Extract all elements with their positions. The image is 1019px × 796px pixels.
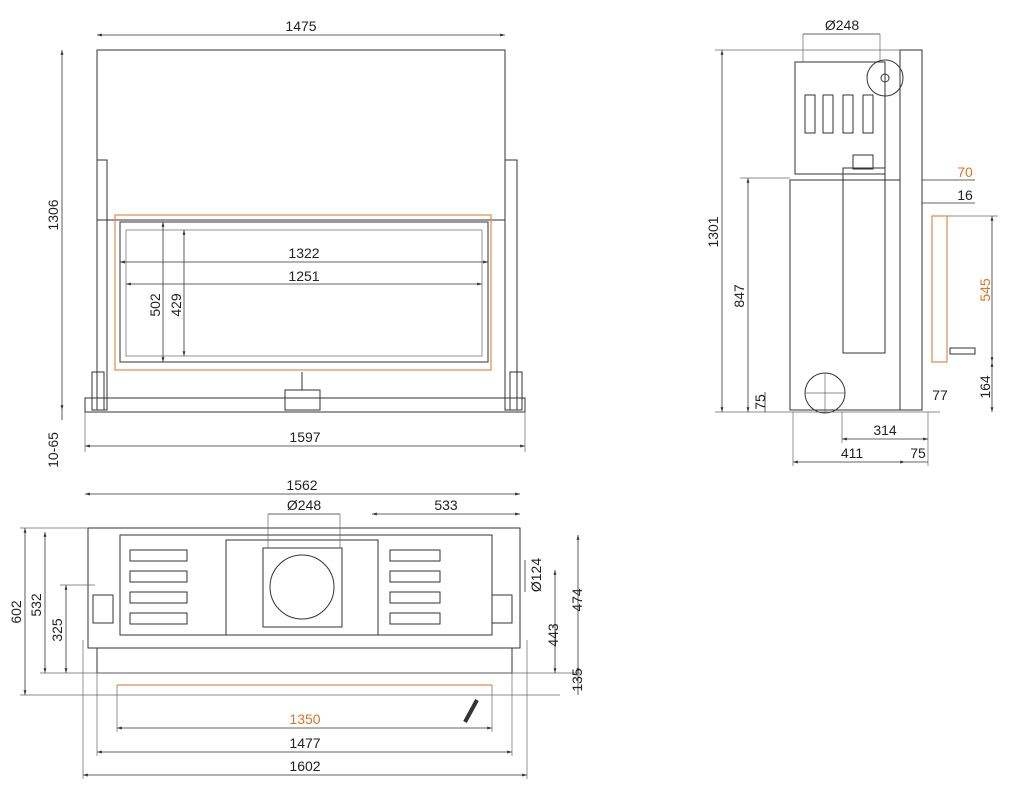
top-view: 1562 Ø248 533 Ø124 602 532 325 474 443 1… [8,477,585,779]
dim-1251: 1251 [288,268,319,284]
fan-motor [866,59,904,97]
dim-70: 70 [957,164,973,180]
dim-532: 532 [28,593,44,617]
door-profile [899,49,923,411]
dim-443: 443 [545,623,561,647]
opening-highlight [931,215,948,363]
dim-411: 411 [841,445,864,461]
dim-847: 847 [731,284,747,308]
dim-1350: 1350 [289,711,320,727]
dim-10-65: 10-65 [45,432,61,468]
handle [949,347,976,355]
dim-1301: 1301 [705,216,721,247]
dim-545: 545 [977,278,993,302]
dim-1477: 1477 [289,735,320,751]
glass-panel [119,221,489,363]
vent-slots-right [389,549,441,625]
dim-1602: 1602 [289,758,320,774]
flue-collar [269,554,335,620]
dim-502: 502 [147,293,163,317]
base [84,397,526,413]
dim-164: 164 [977,375,993,399]
dim-429: 429 [168,293,184,317]
dim-1597: 1597 [289,429,320,445]
dim-top-d248: Ø248 [287,497,321,513]
dim-1322: 1322 [288,245,319,261]
dim-135: 135 [569,668,585,692]
dim-d124: Ø124 [528,558,544,592]
side-view: Ø248 1301 847 70 16 545 164 75 77 314 41… [705,17,998,466]
dim-1562: 1562 [286,477,317,493]
dim-325: 325 [49,618,65,642]
dim-77: 77 [932,387,948,403]
dim-1475: 1475 [285,18,316,34]
door-frame [114,214,492,371]
dim-16: 16 [957,187,973,203]
dim-474: 474 [569,588,585,612]
dim-1306: 1306 [45,199,61,230]
dim-side-75-left: 75 [752,394,768,410]
flue-plate [262,547,343,628]
air-control [284,389,321,411]
front-view: 1475 1306 1322 1251 502 429 1597 10-65 [45,18,526,468]
dim-533: 533 [434,497,458,513]
front-frame [96,647,513,674]
dim-side-75-bottom: 75 [910,445,926,461]
vent-slots-left [129,549,188,625]
dim-side-d248: Ø248 [825,17,859,33]
dim-314: 314 [873,422,897,438]
dim-602: 602 [8,600,24,624]
